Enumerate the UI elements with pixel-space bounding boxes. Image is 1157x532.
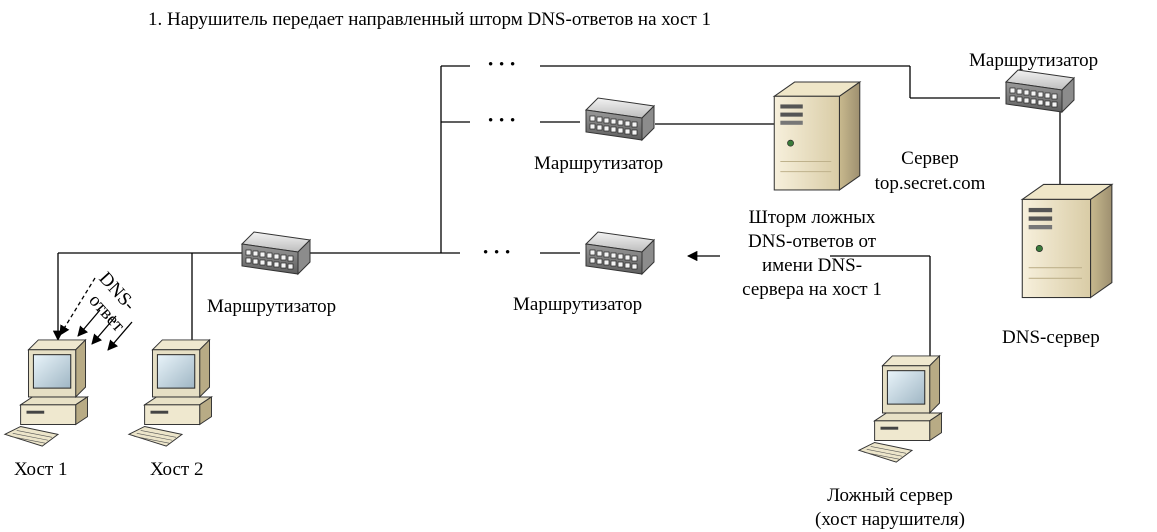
- router-middle-label: Маршрутизатор: [513, 294, 643, 315]
- dns-reply-arrow-1: [77, 309, 101, 337]
- router-main-icon: [241, 231, 311, 275]
- dns-server-label: DNS-сервер: [1002, 327, 1100, 348]
- router-main-label: Маршрутизатор: [207, 296, 337, 317]
- host2-label: Хост 2: [150, 459, 204, 480]
- attacker-computer-icon: [858, 355, 942, 463]
- router-middle-icon: [585, 231, 655, 275]
- router-right-icon: [1005, 69, 1075, 113]
- router-upper-label: Маршрутизатор: [534, 153, 664, 174]
- host1-label: Хост 1: [14, 459, 68, 480]
- host2-computer-icon: [128, 339, 212, 447]
- dns-reply-arrow-2: [91, 315, 117, 345]
- storm-label-line1: Шторм ложных: [748, 207, 876, 228]
- host1-computer-icon: [4, 339, 88, 447]
- server-label-name: Сервер: [901, 148, 959, 169]
- server-tower-icon: [773, 81, 861, 191]
- ellipsis-middle: • • •: [488, 113, 517, 129]
- diagram-title: 1. Нарушитель передает направленный штор…: [148, 9, 712, 30]
- fake-server-label-line1: Ложный сервер: [827, 485, 953, 506]
- dns-reply-arrow-3: [107, 321, 133, 351]
- network-links: [52, 65, 1061, 362]
- router-upper-icon: [585, 97, 655, 141]
- storm-label-line4: сервера на хост 1: [742, 279, 882, 300]
- fake-server-label-line2: (хост нарушителя): [815, 509, 965, 530]
- ellipsis-top: • • •: [488, 57, 517, 73]
- router-right-label: Маршрутизатор: [969, 50, 1099, 71]
- server-label-domain: top.secret.com: [874, 173, 986, 194]
- storm-label-line2: DNS-ответов от: [747, 231, 876, 252]
- dns-reply-arrows: [59, 277, 133, 351]
- ellipsis-lower: • • •: [483, 245, 512, 261]
- dns-server-tower-icon: [1021, 183, 1113, 299]
- storm-label-line3: имени DNS-: [761, 255, 863, 276]
